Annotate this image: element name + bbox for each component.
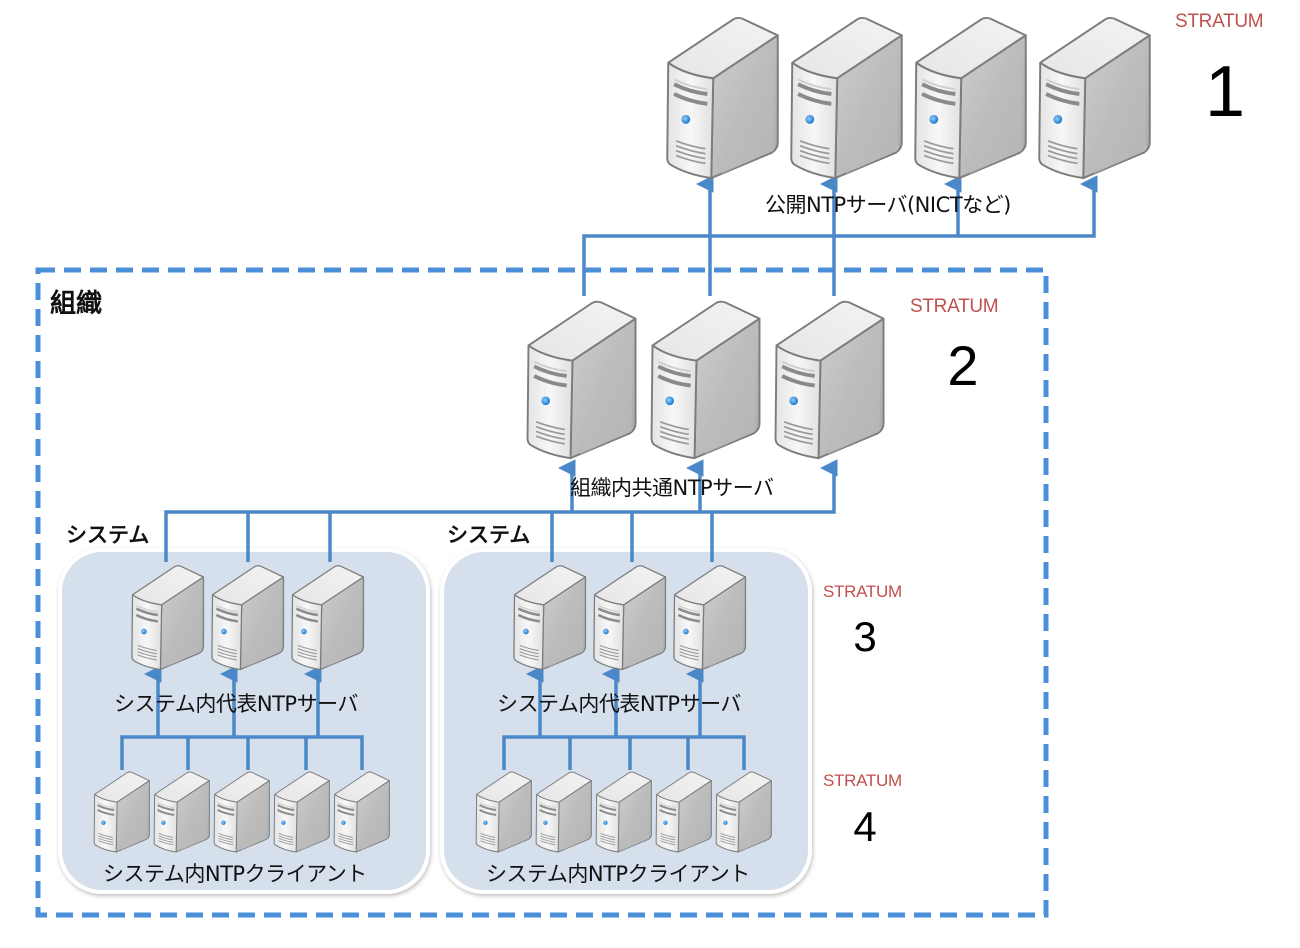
client-bus-line xyxy=(120,735,364,770)
organization-label: 組織 xyxy=(50,289,103,319)
stratum-1-number: 1 xyxy=(1204,52,1246,132)
system-1-client-caption: システム内NTPクライアント xyxy=(103,862,367,886)
connection-lines xyxy=(120,175,1098,770)
stratum-3-number: 3 xyxy=(853,613,877,660)
org-common-ntp-server-icon xyxy=(528,302,636,459)
system-1-representative-caption: システム内代表NTPサーバ xyxy=(114,692,358,716)
stratum-3-label: STRATUM xyxy=(823,582,902,601)
public-ntp-server-icon xyxy=(667,18,777,178)
public-ntp-server-icon xyxy=(1039,18,1149,178)
stratum-4-label: STRATUM xyxy=(823,771,902,790)
org-common-ntp-server-icon xyxy=(652,302,760,459)
uplink-line xyxy=(164,459,838,562)
stratum-2-label: STRATUM xyxy=(910,296,999,317)
organization-boundary xyxy=(35,267,1049,918)
stratum-4-number: 4 xyxy=(853,803,877,850)
public-ntp-server-icon xyxy=(791,18,901,178)
public-ntp-server-icon xyxy=(915,18,1025,178)
system-2-client-caption: システム内NTPクライアント xyxy=(486,862,750,886)
client-bus-line xyxy=(502,735,746,770)
system-2-representative-caption: システム内代表NTPサーバ xyxy=(497,692,741,716)
stratum-1-label: STRATUM xyxy=(1175,11,1264,32)
stratum-2-number: 2 xyxy=(947,334,979,397)
system-1-label: システム xyxy=(66,523,150,547)
org-common-ntp-server-icon xyxy=(776,302,884,459)
public-ntp-caption: 公開NTPサーバ(NICTなど) xyxy=(765,193,1011,217)
system-2-label: システム xyxy=(447,523,531,547)
org-common-ntp-caption: 組織内共通NTPサーバ xyxy=(570,476,774,500)
uplink-line xyxy=(582,175,1098,296)
